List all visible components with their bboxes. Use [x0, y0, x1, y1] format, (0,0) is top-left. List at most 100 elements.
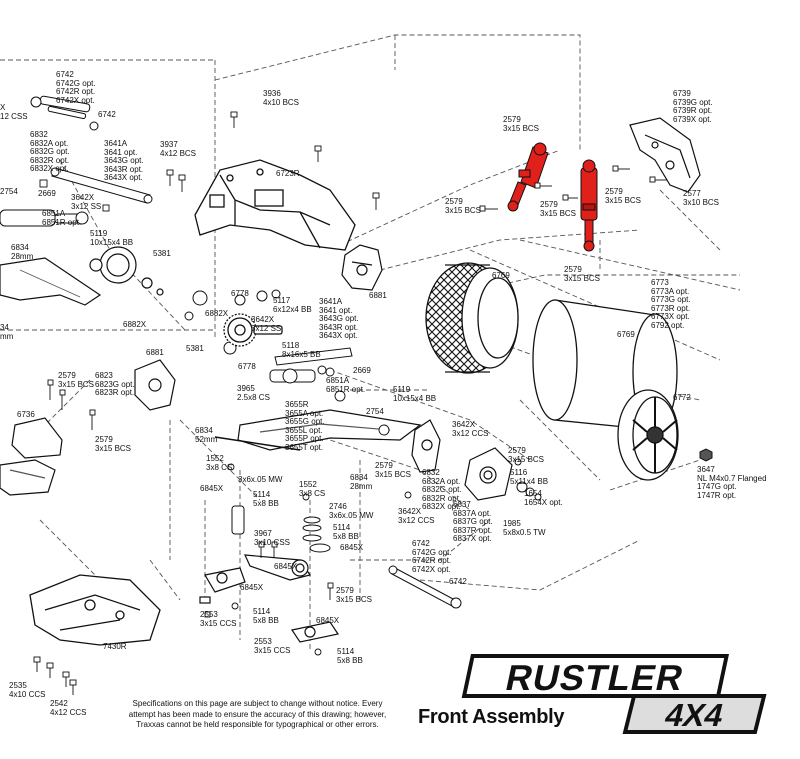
bellcrank-screws: [204, 541, 334, 656]
label-line: 4x12 BCS: [160, 148, 197, 158]
label-line: 6851R opt.: [42, 217, 82, 227]
label-line: 1552: [206, 454, 224, 463]
label-line: 1985: [503, 519, 521, 528]
label-tire-6769: 6769: [492, 271, 510, 281]
label-line: 2579: [540, 200, 558, 209]
logo-badge-text: 4X4: [661, 697, 727, 732]
label-line: 3x10 BCS: [683, 197, 720, 207]
rustler-4x4-logo: RUSTLER 4X4: [461, 654, 767, 734]
label-line: 3655A opt.: [285, 408, 324, 418]
label-line: 6832G opt.: [30, 147, 70, 157]
label-line: 6832R opt.: [422, 493, 462, 503]
label-line: 3x6x.05 MW: [238, 475, 283, 484]
label-line: 6832G opt.: [422, 485, 462, 495]
label-line: 3642X: [251, 315, 275, 324]
shock-absorber-2: [580, 159, 598, 252]
label-line: 6742: [449, 577, 467, 586]
label-line: 2579: [58, 371, 76, 380]
label-line: 2669: [353, 366, 371, 375]
label-line: 6742R opt.: [412, 556, 452, 566]
label-line: 6773A opt.: [651, 286, 690, 296]
label-bulkhead: 6723R: [276, 169, 300, 179]
label-line: 3655R: [285, 400, 309, 409]
label-line: 6851A: [42, 209, 66, 218]
label-line: 3x15 BCS: [336, 594, 373, 604]
label-line: 2754: [0, 187, 18, 196]
shock-screws: [479, 165, 668, 212]
label-line: 3x6x.05 MW: [329, 510, 374, 520]
label-line: 3643R opt.: [104, 164, 144, 174]
bearing-stack: [231, 505, 331, 553]
misc-hardware: [227, 367, 522, 501]
label-line: 3x15 CCS: [200, 618, 237, 628]
ring-gear: [223, 313, 283, 347]
suspension-arm-upper-left: [0, 257, 102, 306]
label-line: 6834: [350, 473, 368, 482]
label-line: 3x12 SS: [251, 323, 282, 333]
label-line: 2535: [9, 681, 27, 690]
label-line: 6792 opt.: [651, 320, 685, 330]
label-line: 6823R opt.: [95, 388, 135, 398]
label-line: 4x10 CCS: [9, 689, 46, 699]
label-bellcrank-6845x-d: 6845X: [274, 562, 297, 572]
label-bellcrank-6845x-c: 6845X: [340, 543, 364, 553]
label-line: 1552: [299, 480, 317, 489]
label-line: 3x15 BCS: [540, 208, 577, 218]
axle-bearings: [516, 481, 542, 501]
label-diff-5381-center: 5381: [186, 344, 204, 354]
steering-block-upper: [341, 244, 383, 291]
label-skid-plate-7430r: 7430R: [103, 642, 127, 652]
label-line: 3642X: [71, 193, 95, 202]
label-line: 28mm: [11, 251, 34, 261]
label-line: 3x15 BCS: [445, 205, 482, 215]
label-line: 3x12 CCS: [452, 428, 489, 438]
label-line: 6837A opt.: [453, 508, 492, 518]
label-line: 5117: [273, 296, 291, 305]
bellcrank-left: [199, 567, 246, 604]
label-line: 5x8 BB: [333, 531, 359, 541]
label-line: mm: [0, 331, 14, 341]
label-line: 3x15 BCS: [564, 273, 601, 283]
label-line: 3x15 BCS: [375, 469, 412, 479]
label-line: 28mm: [350, 481, 373, 491]
label-line: 6837G opt.: [453, 517, 493, 527]
label-line: 3641A: [319, 297, 343, 306]
label-line: 6739X opt.: [673, 114, 712, 124]
label-line: 6742X opt.: [56, 95, 95, 105]
label-line: 6845X: [340, 543, 364, 552]
label-line: 2579: [503, 115, 521, 124]
label-line: 3x15 BCS: [605, 195, 642, 205]
label-line: 6845X: [316, 616, 340, 625]
dashed-assembly-lines: [0, 34, 741, 650]
label-line: 2553: [200, 610, 218, 619]
bellcrank-right: [291, 621, 339, 643]
label-line: 6845X: [240, 583, 264, 592]
label-line: 4x12 CCS: [50, 707, 87, 717]
skid-plate-screws: [33, 656, 77, 695]
label-line: 6739: [673, 89, 691, 98]
label-line: 3x15 BCS: [503, 123, 540, 133]
label-line: 5x8 BB: [253, 615, 279, 625]
label-line: X: [0, 103, 6, 112]
label-line: 5116: [510, 468, 528, 477]
